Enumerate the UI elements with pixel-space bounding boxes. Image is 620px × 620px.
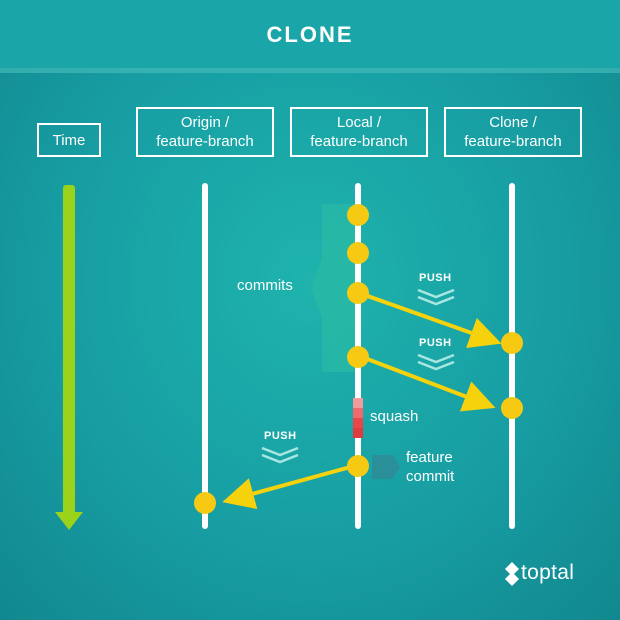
push-label-2: PUSH xyxy=(419,337,452,349)
squash-label: squash xyxy=(370,408,419,425)
push-chevron-1 xyxy=(417,288,455,306)
time-arrow xyxy=(55,185,83,530)
origin-commit-node xyxy=(194,492,216,514)
push-arrow-2 xyxy=(361,355,496,412)
clone-commit-node-1 xyxy=(501,332,523,354)
clone-label: Clone / feature-branch xyxy=(464,114,562,150)
origin-label-box: Origin / feature-branch xyxy=(136,107,274,157)
local-commit-node-4 xyxy=(347,346,369,368)
time-label: Time xyxy=(52,131,86,149)
push-chevron-2 xyxy=(417,353,455,371)
local-label-box: Local / feature-branch xyxy=(290,107,428,157)
local-commit-node-1 xyxy=(347,204,369,226)
origin-label: Origin / feature-branch xyxy=(156,114,254,150)
squash-segment xyxy=(353,398,363,438)
push-label-1: PUSH xyxy=(419,272,452,284)
clone-label-box: Clone / feature-branch xyxy=(444,107,582,157)
toptal-logo-text: toptal xyxy=(521,561,575,584)
clone-commit-node-2 xyxy=(501,397,523,419)
push-chevron-3 xyxy=(261,446,299,464)
feature-commit-label: feature commit xyxy=(406,449,455,485)
feature-commit-pointer xyxy=(372,455,400,479)
commits-label: commits xyxy=(237,277,293,294)
local-commit-node-2 xyxy=(347,242,369,264)
header-divider xyxy=(0,68,620,73)
local-feature-commit-node xyxy=(347,455,369,477)
header-bar xyxy=(0,0,620,68)
push-arrow-1 xyxy=(361,292,502,349)
push-arrow-3 xyxy=(222,464,355,510)
commits-bracket xyxy=(311,204,355,372)
local-commit-node-3 xyxy=(347,282,369,304)
push-label-3: PUSH xyxy=(264,430,297,442)
time-label-box: Time xyxy=(37,123,101,157)
local-label: Local / feature-branch xyxy=(310,114,408,150)
toptal-logo-icon xyxy=(505,562,519,586)
diagram-title: CLONE xyxy=(266,22,354,47)
